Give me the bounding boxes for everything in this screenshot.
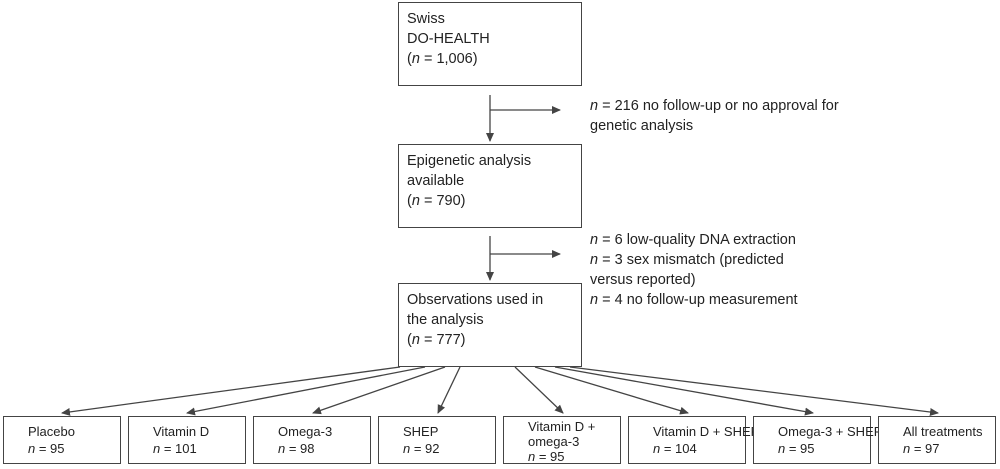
box-line: DO-HEALTH [407, 31, 490, 47]
arrow-to-placebo [61, 366, 401, 416]
arm-count: n = 97 [903, 441, 940, 456]
arm-count: n = 104 [653, 441, 697, 456]
arrow-to-vitd-omega [514, 366, 564, 414]
arm-box-placebo: Placebo n = 95 [3, 416, 121, 464]
arm-box-vitamin-d-omega-3: Vitamin D + omega-3 n = 95 [503, 416, 621, 464]
arm-count: n = 101 [153, 441, 197, 456]
arm-box-vitamin-d-shep: Vitamin D + SHEP n = 104 [628, 416, 759, 464]
arm-box-all-treatments: All treatments n = 97 [878, 416, 996, 464]
arrow-to-omega-shep [554, 366, 814, 416]
arm-count: n = 95 [778, 441, 815, 456]
box-count: (n = 790) [407, 193, 466, 209]
box-line: available [407, 173, 465, 189]
box-line: Swiss [407, 11, 445, 27]
arrow-to-omega-3 [312, 366, 446, 415]
box-line: Observations used in [407, 292, 544, 308]
arm-box-shep: SHEP n = 92 [378, 416, 496, 464]
arrow-to-vitd-shep [534, 366, 689, 415]
arm-count: n = 92 [403, 441, 440, 456]
observations-box: Observations used in the analysis (n = 7… [398, 283, 582, 367]
arm-count: n = 98 [278, 441, 315, 456]
box-count: (n = 1,006) [407, 51, 478, 67]
swiss-do-health-box: Swiss DO-HEALTH (n = 1,006) [398, 2, 582, 86]
arm-count: n = 95 [28, 441, 65, 456]
exclusion-note-1: n = 216 no follow-up or no approval for … [590, 98, 839, 134]
box-count: (n = 777) [407, 332, 466, 348]
arrow-to-vitamin-d [186, 366, 426, 416]
box-line: the analysis [407, 312, 484, 328]
arm-box-vitamin-d: Vitamin D n = 101 [128, 416, 246, 464]
arrow-to-shep [437, 366, 461, 414]
arm-box-omega-3: Omega-3 n = 98 [253, 416, 371, 464]
arm-count: n = 95 [528, 449, 565, 464]
arm-box-omega-3-shep: Omega-3 + SHEP n = 95 [753, 416, 882, 464]
arrow-to-all-treatments [569, 366, 939, 416]
box-line: Epigenetic analysis [407, 153, 532, 169]
exclusion-note-2: n = 6 low-quality DNA extraction n = 3 s… [590, 232, 798, 308]
epigenetic-analysis-box: Epigenetic analysis available (n = 790) [398, 144, 582, 228]
